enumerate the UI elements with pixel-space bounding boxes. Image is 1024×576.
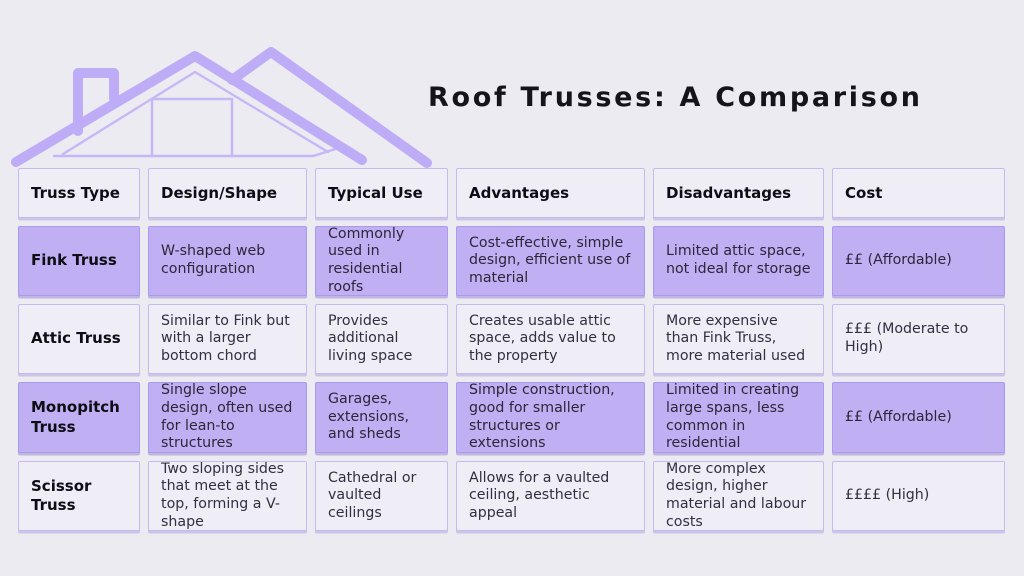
comparison-table: Truss Type Design/Shape Typical Use Adva… (18, 168, 1005, 531)
cell-attic-disadvantages: More expensive than Fink Truss, more mat… (653, 304, 824, 374)
cell-fink-use: Commonly used in residential roofs (315, 226, 448, 296)
cell-scissor-use: Cathedral or vaulted ceilings (315, 461, 448, 531)
header-advantages: Advantages (456, 168, 645, 218)
cell-fink-name: Fink Truss (18, 226, 140, 296)
cell-scissor-disadvantages: More complex design, higher material and… (653, 461, 824, 531)
cell-attic-design: Similar to Fink but with a larger bottom… (148, 304, 307, 374)
cell-monopitch-advantages: Simple construction, good for smaller st… (456, 382, 645, 453)
cell-attic-name: Attic Truss (18, 304, 140, 374)
cell-monopitch-use: Garages, extensions, and sheds (315, 382, 448, 453)
cell-fink-cost: ££ (Affordable) (832, 226, 1005, 296)
cell-monopitch-design: Single slope design, often used for lean… (148, 382, 307, 453)
cell-fink-advantages: Cost-effective, simple design, efficient… (456, 226, 645, 296)
cell-attic-cost: £££ (Moderate to High) (832, 304, 1005, 374)
header-design-shape: Design/Shape (148, 168, 307, 218)
header-disadvantages: Disadvantages (653, 168, 824, 218)
cell-attic-advantages: Creates usable attic space, adds value t… (456, 304, 645, 374)
cell-fink-design: W-shaped web configuration (148, 226, 307, 296)
cell-monopitch-name: Monopitch Truss (18, 382, 140, 453)
header-typical-use: Typical Use (315, 168, 448, 218)
cell-monopitch-cost: ££ (Affordable) (832, 382, 1005, 453)
cell-attic-use: Provides additional living space (315, 304, 448, 374)
cell-fink-disadvantages: Limited attic space, not ideal for stora… (653, 226, 824, 296)
cell-monopitch-disadvantages: Limited in creating large spans, less co… (653, 382, 824, 453)
house-roof-icon (11, 47, 432, 168)
header-cost: Cost (832, 168, 1005, 218)
cell-scissor-advantages: Allows for a vaulted ceiling, aesthetic … (456, 461, 645, 531)
header-truss-type: Truss Type (18, 168, 140, 218)
page-title: Roof Trusses: A Comparison (428, 82, 923, 113)
cell-scissor-design: Two sloping sides that meet at the top, … (148, 461, 307, 531)
cell-scissor-cost: ££££ (High) (832, 461, 1005, 531)
cell-scissor-name: Scissor Truss (18, 461, 140, 531)
